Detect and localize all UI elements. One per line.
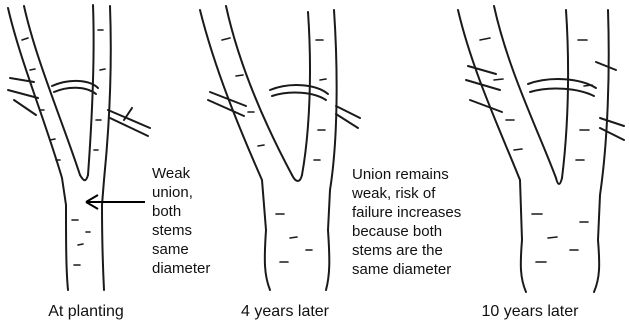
tree-at-planting [8,5,150,290]
caption-10-years: 10 years later [460,302,600,322]
tree-4-years [200,6,360,290]
caption-4-years: 4 years later [220,302,350,322]
weak-union-note: Weak union, both stems same diameter [152,164,210,278]
tree-10-years [458,6,624,292]
union-arrow [86,195,145,209]
union-remains-note: Union remains weak, risk of failure incr… [352,165,461,279]
caption-at-planting: At planting [26,302,146,322]
